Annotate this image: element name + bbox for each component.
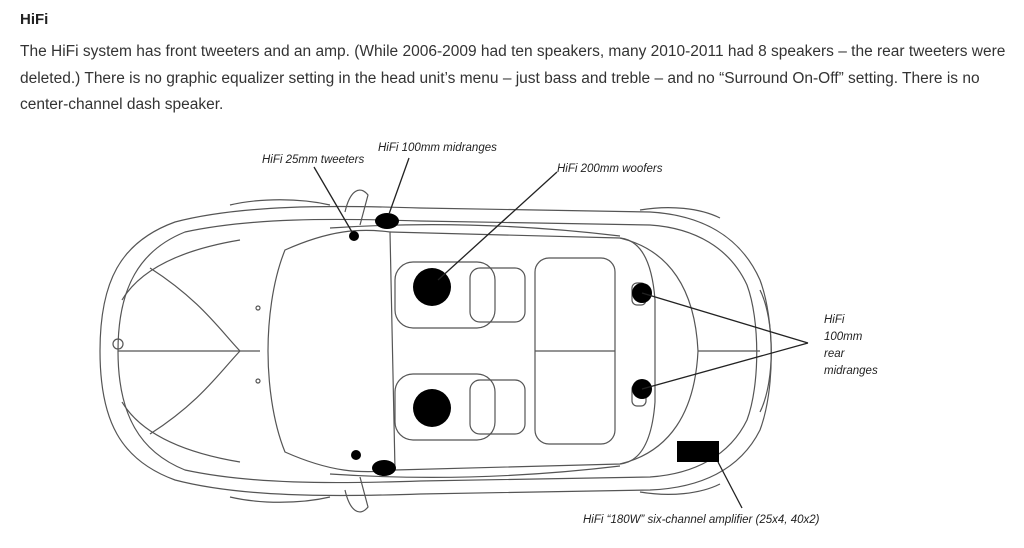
- tweeter-left-icon: [349, 231, 359, 241]
- section-paragraph: The HiFi system has front tweeters and a…: [20, 43, 1006, 113]
- label-tweeters: HiFi 25mm tweeters: [262, 154, 364, 166]
- label-amplifier: HiFi “180W” six-channel amplifier (25x4,…: [583, 514, 820, 526]
- car-speaker-diagram: HiFi 25mm tweeters HiFi 100mm midranges …: [99, 142, 878, 526]
- section-heading: HiFi: [20, 11, 49, 28]
- woofer-right-icon: [413, 389, 451, 427]
- label-rear-midranges-4: midranges: [824, 365, 878, 377]
- leader-lines: [313, 157, 809, 509]
- tweeter-right-icon: [351, 450, 361, 460]
- label-rear-midranges-1: HiFi: [824, 314, 845, 326]
- car-top-view-outline: [99, 189, 772, 513]
- label-midranges: HiFi 100mm midranges: [378, 142, 497, 154]
- label-woofers: HiFi 200mm woofers: [557, 163, 663, 175]
- label-rear-midranges-3: rear: [824, 348, 846, 360]
- speaker-markers: [349, 213, 719, 476]
- midrange-right-icon: [372, 460, 396, 476]
- midrange-left-icon: [375, 213, 399, 229]
- amplifier-box-icon: [677, 441, 719, 462]
- label-rear-midranges-2: 100mm: [824, 331, 863, 343]
